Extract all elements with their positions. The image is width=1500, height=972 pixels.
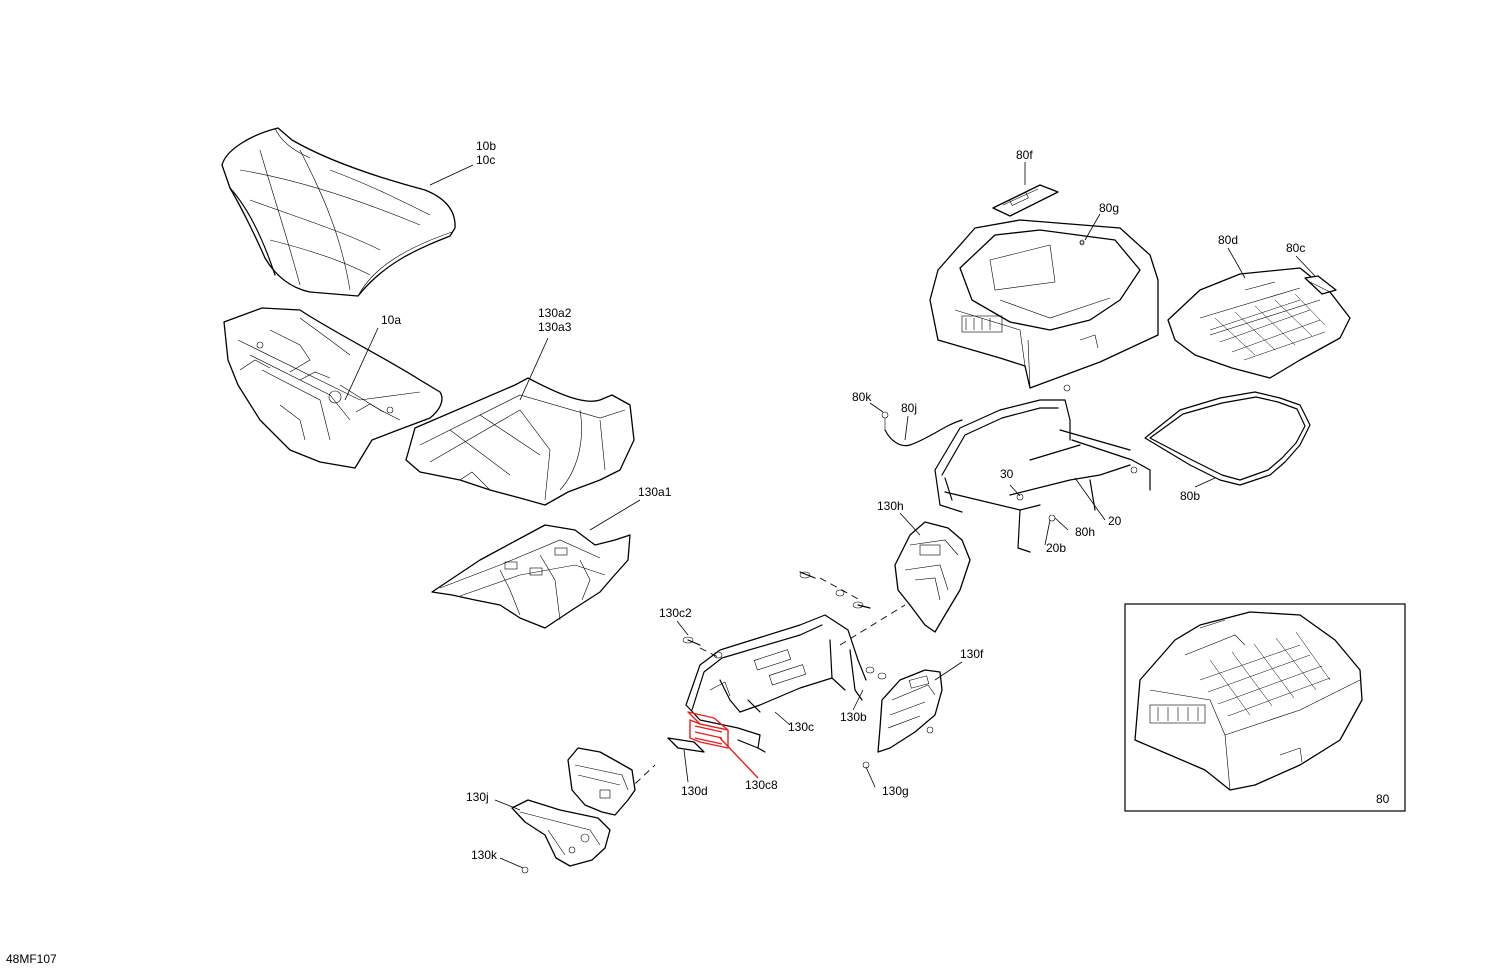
label-80k: 80k xyxy=(852,390,872,404)
side-cover-part[interactable] xyxy=(877,669,943,753)
label-130a3: 130a3 xyxy=(538,320,572,334)
label-plate-part[interactable] xyxy=(667,737,705,753)
bolts xyxy=(521,571,934,874)
seat-base-part[interactable] xyxy=(223,307,443,469)
label-10b: 10b xyxy=(476,139,496,153)
assembly-dash-line-2 xyxy=(819,577,861,601)
label-20b: 20b xyxy=(1046,541,1066,555)
label-80c: 80c xyxy=(1286,241,1305,255)
label-130k: 130k xyxy=(471,848,498,862)
highlighted-part-130c8[interactable] xyxy=(687,711,729,749)
assembly-dash-line-4 xyxy=(617,764,656,801)
seat-pan-part[interactable] xyxy=(431,524,631,629)
diagram-code: 48MF107 xyxy=(6,952,57,966)
assembly-dash-line-3 xyxy=(699,647,721,659)
label-130h: 130h xyxy=(877,499,904,513)
label-30: 30 xyxy=(1000,467,1014,481)
side-panel-part[interactable] xyxy=(567,747,636,816)
label-80d: 80d xyxy=(1218,233,1238,247)
label-130c8: 130c8 xyxy=(745,778,778,792)
label-130f: 130f xyxy=(960,647,984,661)
storage-lid-part[interactable] xyxy=(1167,267,1351,379)
seat-foam-part[interactable] xyxy=(405,377,635,506)
label-130c2: 130c2 xyxy=(659,606,692,620)
label-80g: 80g xyxy=(1099,201,1119,215)
label-130g: 130g xyxy=(882,784,909,798)
label-80j: 80j xyxy=(901,401,917,415)
cable-part[interactable] xyxy=(881,411,963,447)
label-10c: 10c xyxy=(476,153,495,167)
label-130b: 130b xyxy=(840,710,867,724)
hinge-part[interactable] xyxy=(1304,275,1337,295)
label-80b: 80b xyxy=(1180,489,1200,503)
seat-cover-part[interactable] xyxy=(221,127,456,297)
leader-lines xyxy=(344,162,1316,869)
label-80f: 80f xyxy=(1016,148,1033,162)
label-20: 20 xyxy=(1108,514,1122,528)
gasket-part[interactable] xyxy=(1144,391,1311,486)
label-80h: 80h xyxy=(1075,525,1095,539)
assembly-dash-line xyxy=(839,604,906,646)
label-130a1: 130a1 xyxy=(638,485,672,499)
storage-box-part[interactable] xyxy=(929,219,1159,389)
rear-bracket-part[interactable] xyxy=(894,521,971,633)
mounting-frame-part[interactable] xyxy=(934,399,1151,553)
latch-plate-part[interactable] xyxy=(992,184,1059,217)
label-130d: 130d xyxy=(681,784,708,798)
lower-side-panel-part[interactable] xyxy=(511,799,611,867)
label-130j: 130j xyxy=(466,790,489,804)
inset-frame xyxy=(1124,603,1406,812)
label-10a: 10a xyxy=(381,313,401,327)
label-130c: 130c xyxy=(788,720,814,734)
seat-frame-assembly-part[interactable] xyxy=(685,614,867,753)
inset-storage-box-assembly[interactable] xyxy=(1134,611,1363,791)
label-80: 80 xyxy=(1376,792,1390,806)
label-130a2: 130a2 xyxy=(538,306,572,320)
